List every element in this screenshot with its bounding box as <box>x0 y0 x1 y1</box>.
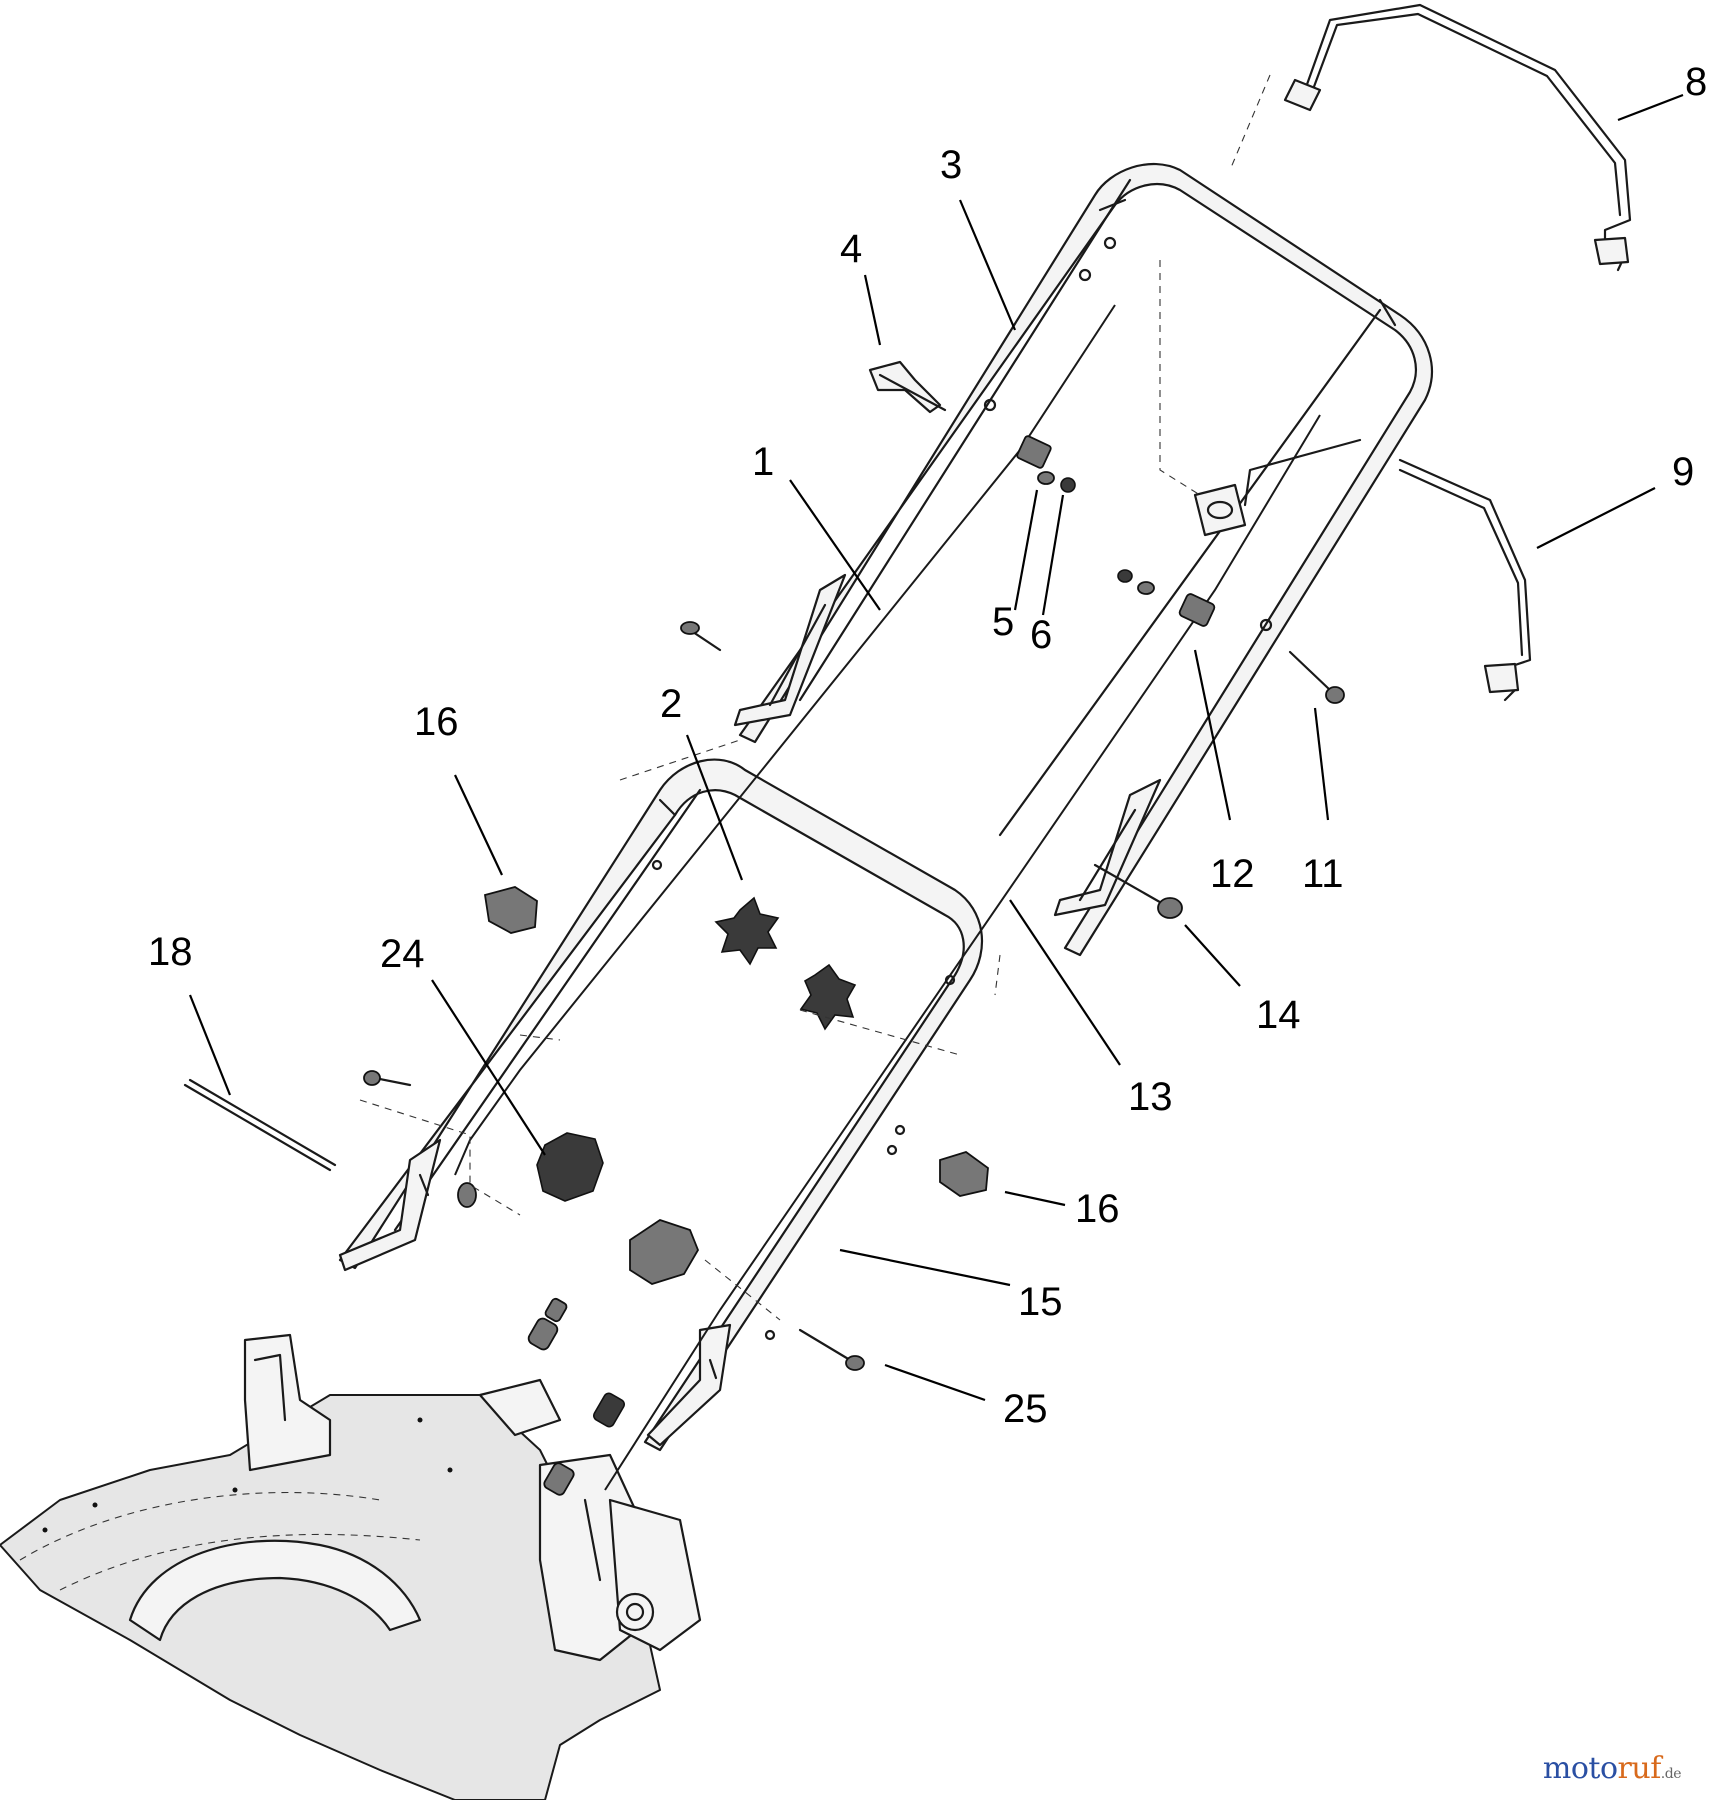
callout-1: 1 <box>752 440 774 484</box>
bail-levers <box>1159 3 1632 702</box>
callout-24: 24 <box>380 932 425 976</box>
callout-8: 8 <box>1685 60 1707 104</box>
callout-15: 15 <box>1018 1280 1063 1324</box>
motoruf-watermark-logo: motoruf.de <box>1542 1751 1682 1786</box>
callout-9: 9 <box>1672 450 1694 494</box>
control-cables <box>454 304 1321 1496</box>
callout-25: 25 <box>1003 1387 1048 1431</box>
callout-14: 14 <box>1256 993 1301 1037</box>
callout-12: 12 <box>1210 852 1255 896</box>
watermark-brand-accent: ruf <box>1617 1751 1662 1786</box>
callout-leaders <box>188 93 1684 1402</box>
callout-11: 11 <box>1302 852 1344 896</box>
lower-handle <box>338 758 984 1452</box>
callout-4: 4 <box>840 227 862 271</box>
hardware <box>183 360 1345 1371</box>
callout-16b: 16 <box>1075 1187 1120 1231</box>
callout-3: 3 <box>940 143 962 187</box>
upper-handle <box>733 162 1433 957</box>
callout-2: 2 <box>660 682 682 726</box>
callout-13: 13 <box>1128 1075 1173 1119</box>
watermark-brand-tld: .de <box>1660 1766 1682 1782</box>
assembly-reference-lines <box>359 739 1001 1321</box>
callout-labels: 1 2 3 4 5 6 8 9 11 12 13 14 15 16 16 18 … <box>148 60 1707 1431</box>
callout-6: 6 <box>1030 613 1052 657</box>
callout-16a: 16 <box>414 700 459 744</box>
callout-5: 5 <box>992 600 1014 644</box>
watermark-brand-main: moto <box>1542 1751 1618 1786</box>
mower-deck <box>0 1297 702 1800</box>
callout-18: 18 <box>148 930 193 974</box>
